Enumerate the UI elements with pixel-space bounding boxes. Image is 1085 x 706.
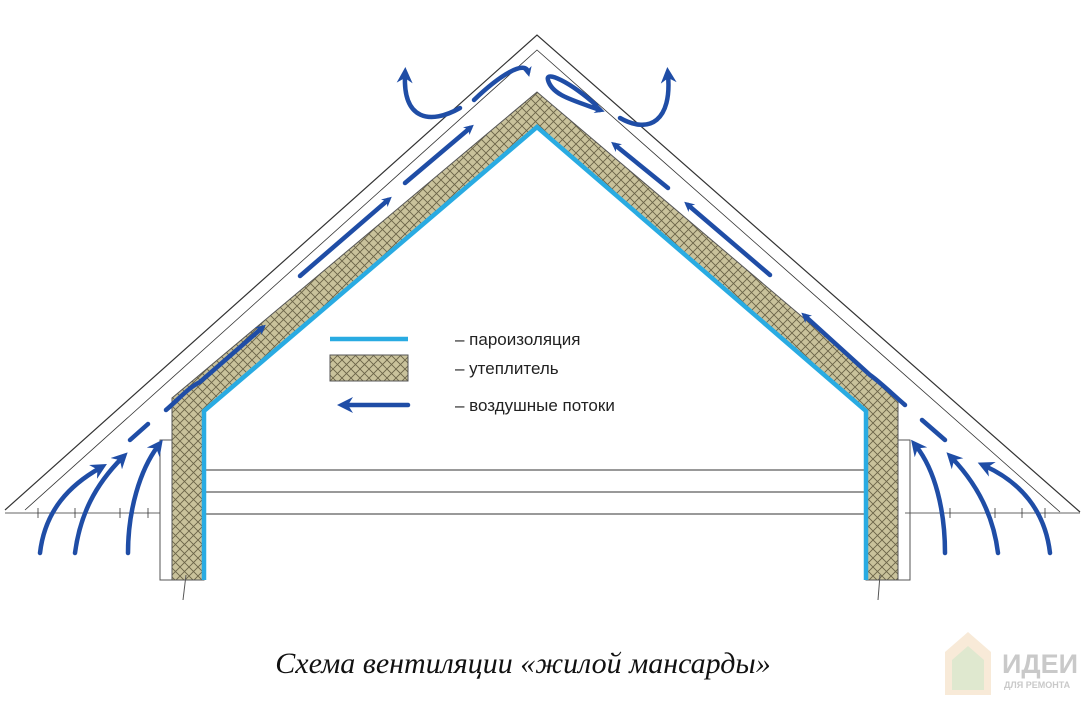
- inflow-arrow: [37, 464, 107, 556]
- logo-word: ИДЕИ: [1002, 649, 1078, 679]
- airflow-arrows: [37, 65, 1053, 556]
- vapor-barrier: [201, 124, 869, 580]
- inflow-arrow: [977, 462, 1053, 556]
- inflow-arrow: [125, 439, 163, 556]
- wall-posts: [159, 439, 911, 601]
- brand-logo: ИДЕИ ДЛЯ РЕМОНТА: [945, 632, 1078, 695]
- eave-ticks: [5, 508, 1080, 518]
- legend: – пароизоляция – утеплитель – воздушные …: [329, 330, 615, 415]
- slope-flow: [163, 324, 266, 413]
- slope-flow: [919, 417, 948, 443]
- diagram-caption: Схема вентиляции «жилой мансарды»: [275, 647, 770, 680]
- legend-insulation-swatch: [329, 354, 409, 382]
- ridge-flow: [471, 65, 532, 103]
- floor-lines: [204, 469, 866, 515]
- slope-flow: [127, 421, 151, 443]
- legend-label-vapor: – пароизоляция: [455, 330, 581, 349]
- inflow-arrow: [72, 452, 128, 556]
- slope-flow: [684, 201, 773, 278]
- logo-subtitle: ДЛЯ РЕМОНТА: [1004, 680, 1071, 690]
- inflow-arrow: [946, 452, 1001, 556]
- outflow-arrow: [617, 67, 677, 128]
- roof-outline: [4, 34, 1081, 513]
- ridge-flow: [545, 74, 605, 114]
- slope-flow: [611, 141, 671, 191]
- legend-label-airflow: – воздушные потоки: [455, 396, 615, 415]
- outflow-arrow: [396, 67, 463, 120]
- slope-flow: [801, 312, 908, 408]
- legend-label-insulation: – утеплитель: [455, 359, 559, 378]
- slope-flow: [297, 196, 392, 279]
- slope-flow: [402, 124, 474, 186]
- inflow-arrow: [911, 439, 948, 556]
